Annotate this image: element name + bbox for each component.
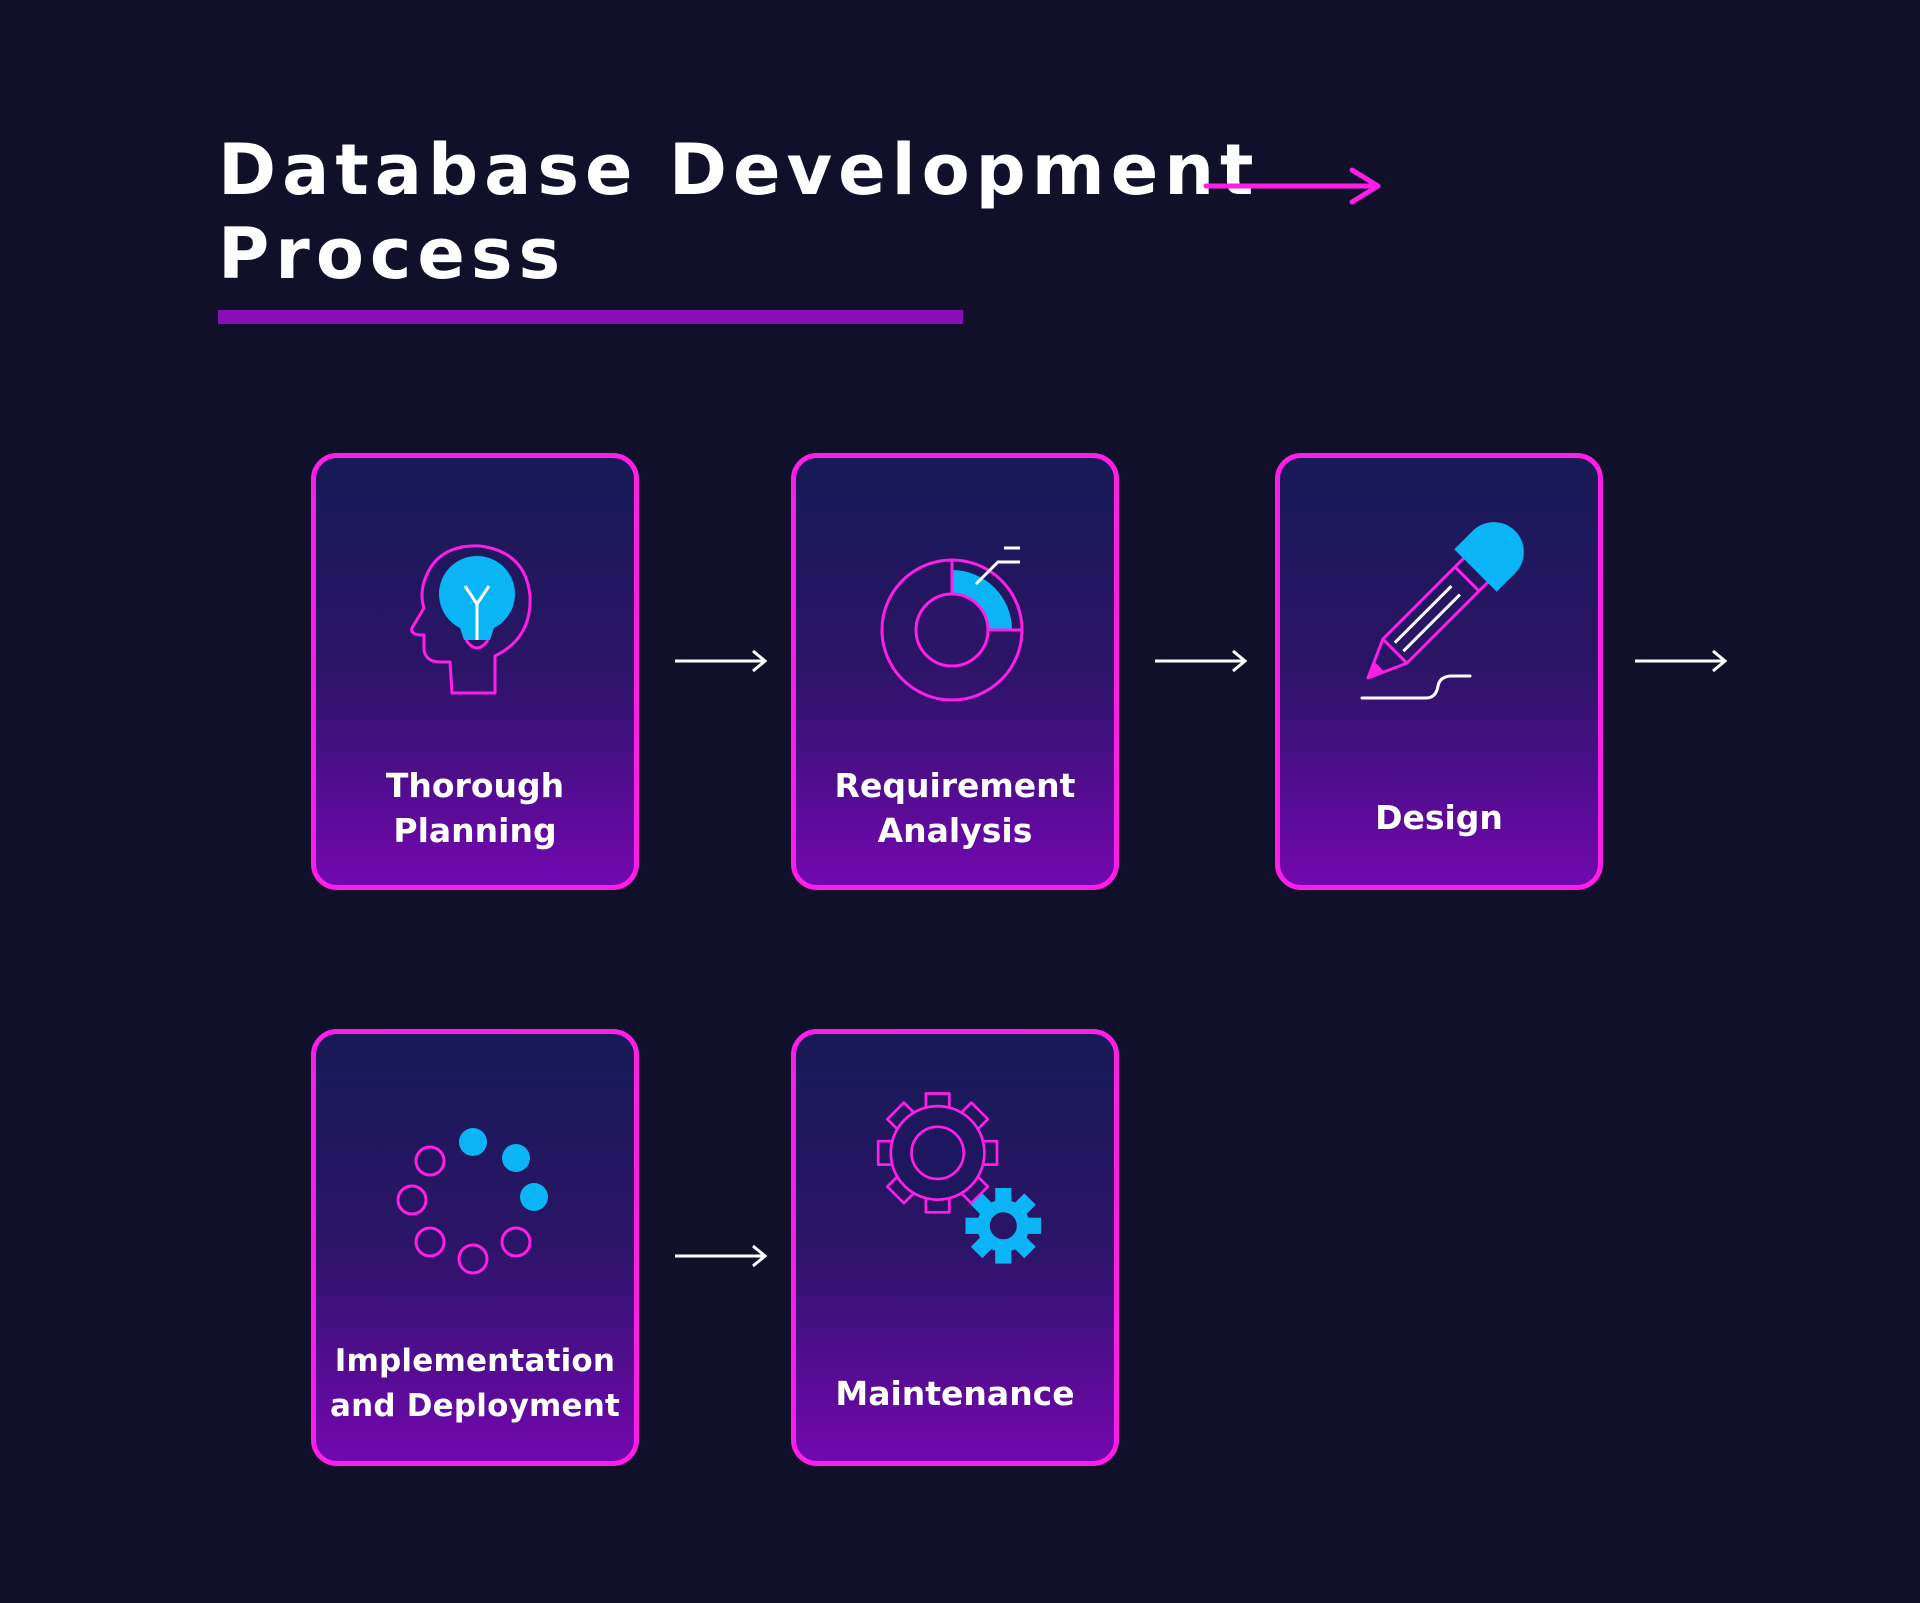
title-arrow-icon: [1203, 167, 1381, 205]
step-label: Implementation and Deployment: [329, 1343, 621, 1424]
flow-arrow-icon: [675, 649, 768, 673]
title-line-2: Process: [218, 213, 567, 295]
step-label: Design: [1375, 798, 1503, 837]
step-card-requirement-analysis: Requirement Analysis: [791, 453, 1119, 890]
loading-spinner-icon: [396, 1128, 548, 1275]
step-card-implementation-deployment: Implementation and Deployment: [311, 1029, 639, 1466]
donut-chart-icon: [880, 546, 1024, 702]
step-label: Thorough Planning: [385, 766, 565, 850]
flow-arrow-icon: [675, 1244, 768, 1268]
head-lightbulb-icon: [410, 544, 532, 695]
step-card-thorough-planning: Thorough Planning: [311, 453, 639, 890]
pencil-icon: [1360, 522, 1524, 700]
title-underline: [218, 310, 963, 324]
title-line-1: Database Development: [218, 129, 1260, 211]
step-label: Requirement Analysis: [834, 766, 1076, 850]
flow-arrow-icon: [1155, 649, 1248, 673]
gears-icon: [876, 1092, 1042, 1264]
step-card-design: Design: [1275, 453, 1603, 890]
step-label: Maintenance: [835, 1374, 1075, 1413]
step-card-maintenance: Maintenance: [791, 1029, 1119, 1466]
flow-arrow-icon: [1635, 649, 1728, 673]
